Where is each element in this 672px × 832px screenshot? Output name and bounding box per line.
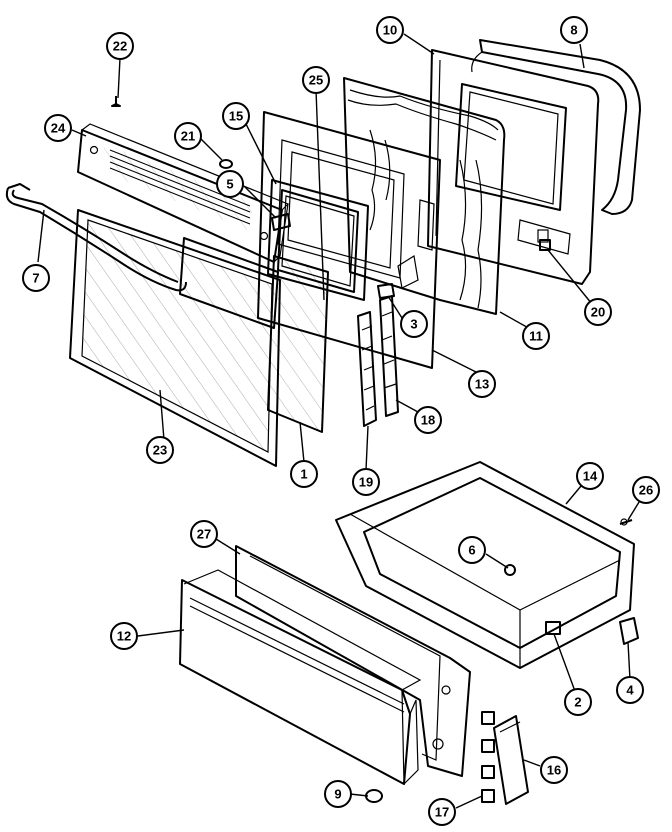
part-8-rear-gasket [471,39,641,215]
callout-9: 9 [324,780,352,808]
part-23-outer-glass-door [69,209,281,467]
part-17-spacers [481,711,495,803]
callout-16: 16 [540,756,568,784]
part-16-end-cap [493,715,529,805]
part-22-screw [111,96,121,107]
svg-text:12: 12 [117,629,131,644]
callouts: 22 24 21 15 5 25 10 8 7 3 20 11 13 18 23… [22,16,660,826]
part-4-clip [619,617,639,645]
callout-17: 17 [428,798,456,826]
callout-19: 19 [352,468,380,496]
part-20-latch [539,239,551,251]
part-27-drawer-frame [235,545,471,777]
part-9-foot [365,789,383,803]
svg-text:6: 6 [468,543,475,558]
part-6-screw [504,564,516,576]
callout-5: 5 [216,170,244,198]
svg-text:13: 13 [475,377,489,392]
part-11-insulation [343,77,506,315]
svg-text:22: 22 [113,39,127,54]
part-26-screw [619,518,633,526]
callout-4: 4 [616,676,644,704]
svg-text:27: 27 [197,527,211,542]
svg-text:26: 26 [639,483,653,498]
svg-text:5: 5 [226,177,233,192]
svg-text:11: 11 [529,329,543,344]
part-19-hinge-channel [357,311,377,427]
part-15-window-frame [267,179,369,301]
svg-text:8: 8 [570,23,577,38]
svg-text:18: 18 [421,413,435,428]
callout-3: 3 [400,310,428,338]
svg-text:23: 23 [153,443,167,458]
callout-11: 11 [522,322,550,350]
svg-text:9: 9 [334,787,341,802]
callout-7: 7 [22,264,50,292]
callout-15: 15 [222,102,250,130]
svg-text:2: 2 [574,695,581,710]
callout-27: 27 [190,520,218,548]
callout-8: 8 [560,16,588,44]
part-12-drawer-front [179,569,422,785]
part-5-bracket [271,213,291,231]
callout-23: 23 [146,436,174,464]
svg-text:1: 1 [300,467,307,482]
svg-text:19: 19 [359,475,373,490]
svg-text:15: 15 [229,109,243,124]
callout-2: 2 [564,688,592,716]
callout-10: 10 [376,16,404,44]
callout-1: 1 [290,460,318,488]
callout-12: 12 [110,622,138,650]
svg-text:20: 20 [591,305,605,320]
callout-14: 14 [576,462,604,490]
part-1-glass-panel [267,255,329,433]
callout-22: 22 [106,32,134,60]
part-10-inner-frame [427,49,600,285]
part-3-clip [377,283,395,299]
svg-text:7: 7 [32,271,39,286]
svg-text:21: 21 [181,129,195,144]
leader-lines [37,33,645,809]
svg-text:16: 16 [547,763,561,778]
svg-text:3: 3 [410,317,417,332]
svg-text:4: 4 [626,683,634,698]
part-21-screw [219,159,233,169]
svg-text:10: 10 [383,23,397,38]
part-14-drawer-pan [335,461,635,669]
callout-26: 26 [632,476,660,504]
svg-text:17: 17 [435,805,449,820]
callout-20: 20 [584,298,612,326]
part-7-door-handle [5,183,187,292]
svg-text:24: 24 [51,121,66,136]
svg-text:25: 25 [309,73,323,88]
callout-13: 13 [468,370,496,398]
callout-21: 21 [174,122,202,150]
callout-6: 6 [458,536,486,564]
callout-25: 25 [302,66,330,94]
callout-18: 18 [414,406,442,434]
svg-text:14: 14 [583,469,598,484]
callout-24: 24 [44,114,72,142]
